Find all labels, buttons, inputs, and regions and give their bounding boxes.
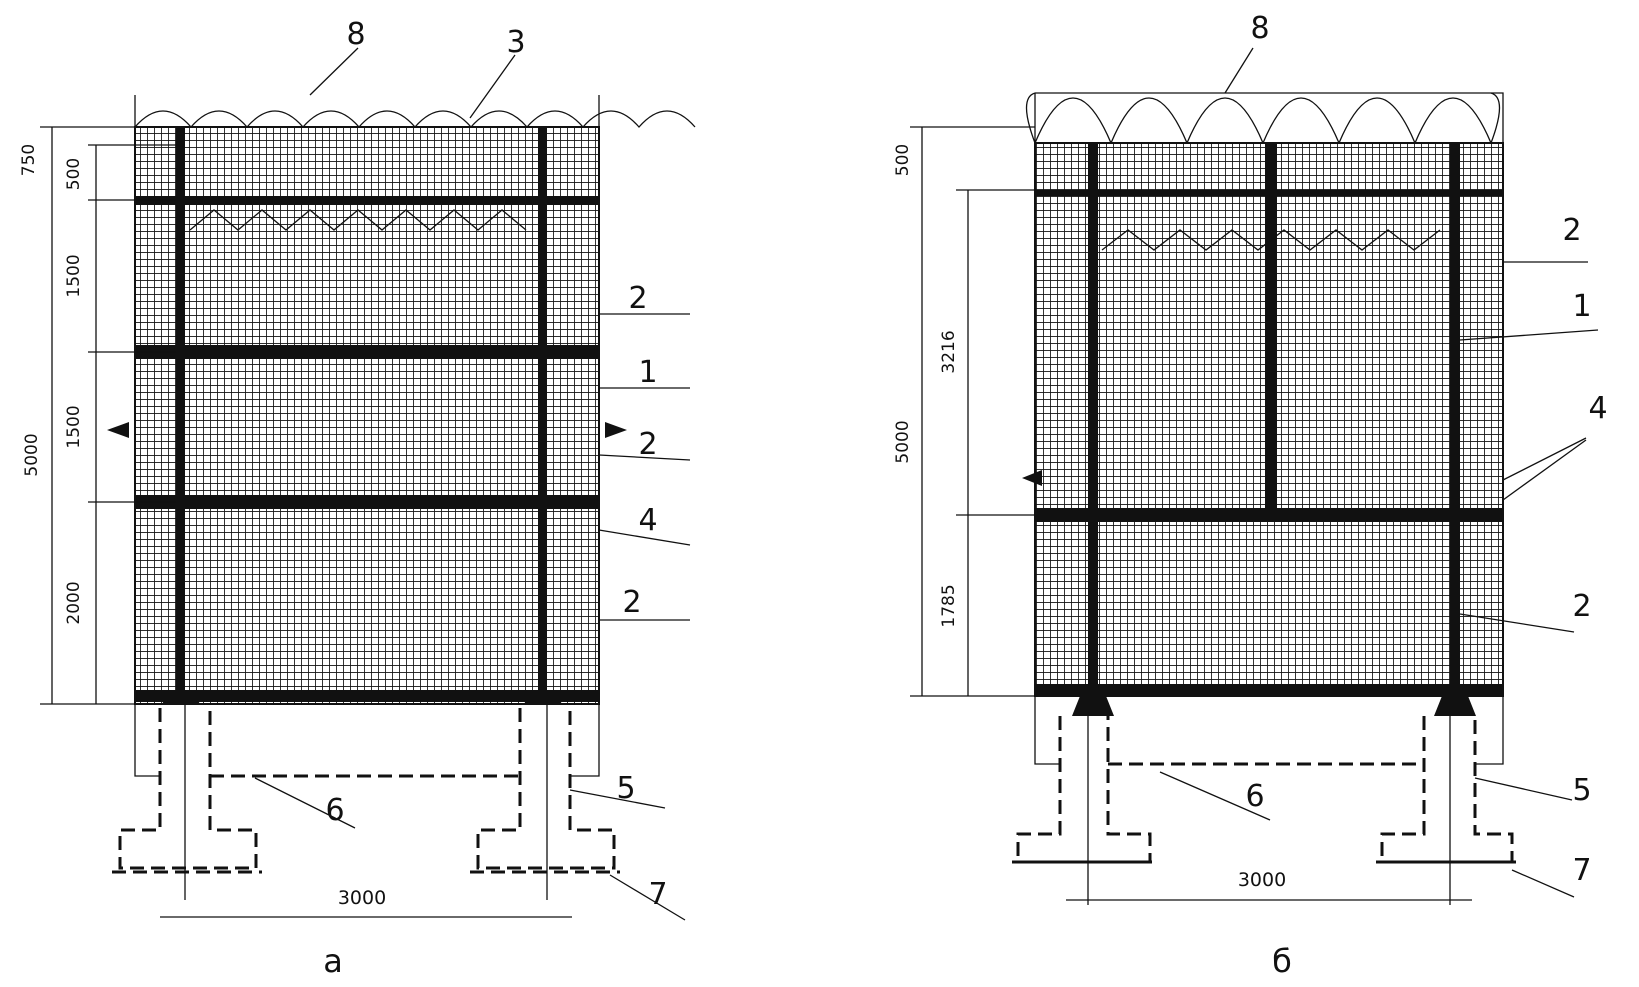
callout-7-b: 7 — [1572, 853, 1591, 888]
callout-5-b: 5 — [1572, 773, 1591, 808]
dim-500-b: 500 — [893, 144, 913, 176]
callout-2-top-a: 2 — [628, 281, 647, 316]
base-plate-right-a — [524, 690, 562, 704]
dim-total-height-b: 5000 — [893, 420, 913, 463]
dimension-lines-a — [40, 126, 572, 918]
razor-wire-coil-a — [134, 95, 696, 128]
callout-3-a: 3 — [506, 25, 525, 60]
barbed-wire-b — [1101, 229, 1441, 251]
dim-1500-a-upper: 1500 — [64, 254, 84, 297]
dim-500-a: 500 — [64, 158, 84, 190]
rail-upper-a — [135, 345, 599, 359]
callout-4-a: 4 — [638, 503, 657, 538]
section-arrow-left-b — [1022, 470, 1042, 486]
caption-b: б — [1272, 942, 1292, 980]
callout-8-a: 8 — [346, 17, 365, 52]
razor-wire-coil-b — [1025, 92, 1504, 145]
base-plate-right-b — [1434, 696, 1476, 716]
dimension-lines-b — [910, 126, 1472, 901]
post-right-b — [1450, 143, 1460, 696]
callout-2-low-a: 2 — [622, 585, 641, 620]
mesh-panel-a — [134, 126, 600, 705]
barbed-wire-a — [189, 209, 527, 231]
callout-7-a: 7 — [648, 877, 667, 912]
callout-6-b: 6 — [1245, 779, 1264, 814]
section-arrow-left-a — [107, 422, 129, 438]
dim-2000-a: 2000 — [64, 581, 84, 624]
dim-span-a: 3000 — [338, 887, 386, 909]
callout-8-b: 8 — [1250, 11, 1269, 46]
dim-3216-b: 3216 — [939, 330, 959, 373]
callout-6-a: 6 — [325, 793, 344, 828]
callout-2-top-b: 2 — [1562, 213, 1581, 248]
base-plate-left-b — [1072, 696, 1114, 716]
caption-a: а — [323, 942, 343, 980]
dim-span-b: 3000 — [1238, 869, 1286, 891]
callout-4-b: 4 — [1588, 391, 1607, 426]
callout-2-mid-a: 2 — [638, 427, 657, 462]
foundation-a — [112, 704, 620, 900]
callout-5-a: 5 — [616, 771, 635, 806]
leaders-b — [1159, 47, 1599, 898]
callout-2-low-b: 2 — [1572, 589, 1591, 624]
rail-bottom-a — [135, 690, 599, 702]
post-left-a — [176, 127, 185, 704]
figure-a: 8 3 2 1 2 4 2 5 6 7 5000 750 500 1500 15… — [19, 17, 696, 980]
rail-top-a — [135, 196, 599, 205]
post-center-b — [1265, 143, 1277, 513]
base-plate-left-a — [162, 690, 200, 704]
callout-1-a: 1 — [638, 355, 657, 390]
dim-1500-a-lower: 1500 — [64, 405, 84, 448]
rail-mid-b — [1035, 508, 1503, 522]
figure-b: 8 2 1 4 2 5 6 7 5000 500 3216 1785 3000 … — [893, 11, 1608, 980]
section-arrow-right-a — [605, 422, 627, 438]
callout-1-b: 1 — [1572, 289, 1591, 324]
foundation-b — [1012, 696, 1518, 905]
rail-lower-a — [135, 495, 599, 509]
dim-total-height-a: 5000 — [22, 433, 42, 476]
dim-top-offset-a: 750 — [19, 144, 39, 176]
dim-1785-b: 1785 — [939, 584, 959, 627]
post-right-a — [538, 127, 547, 704]
leaders-a — [254, 47, 691, 921]
rail-bottom-b — [1035, 684, 1503, 696]
post-left-b — [1088, 143, 1098, 696]
